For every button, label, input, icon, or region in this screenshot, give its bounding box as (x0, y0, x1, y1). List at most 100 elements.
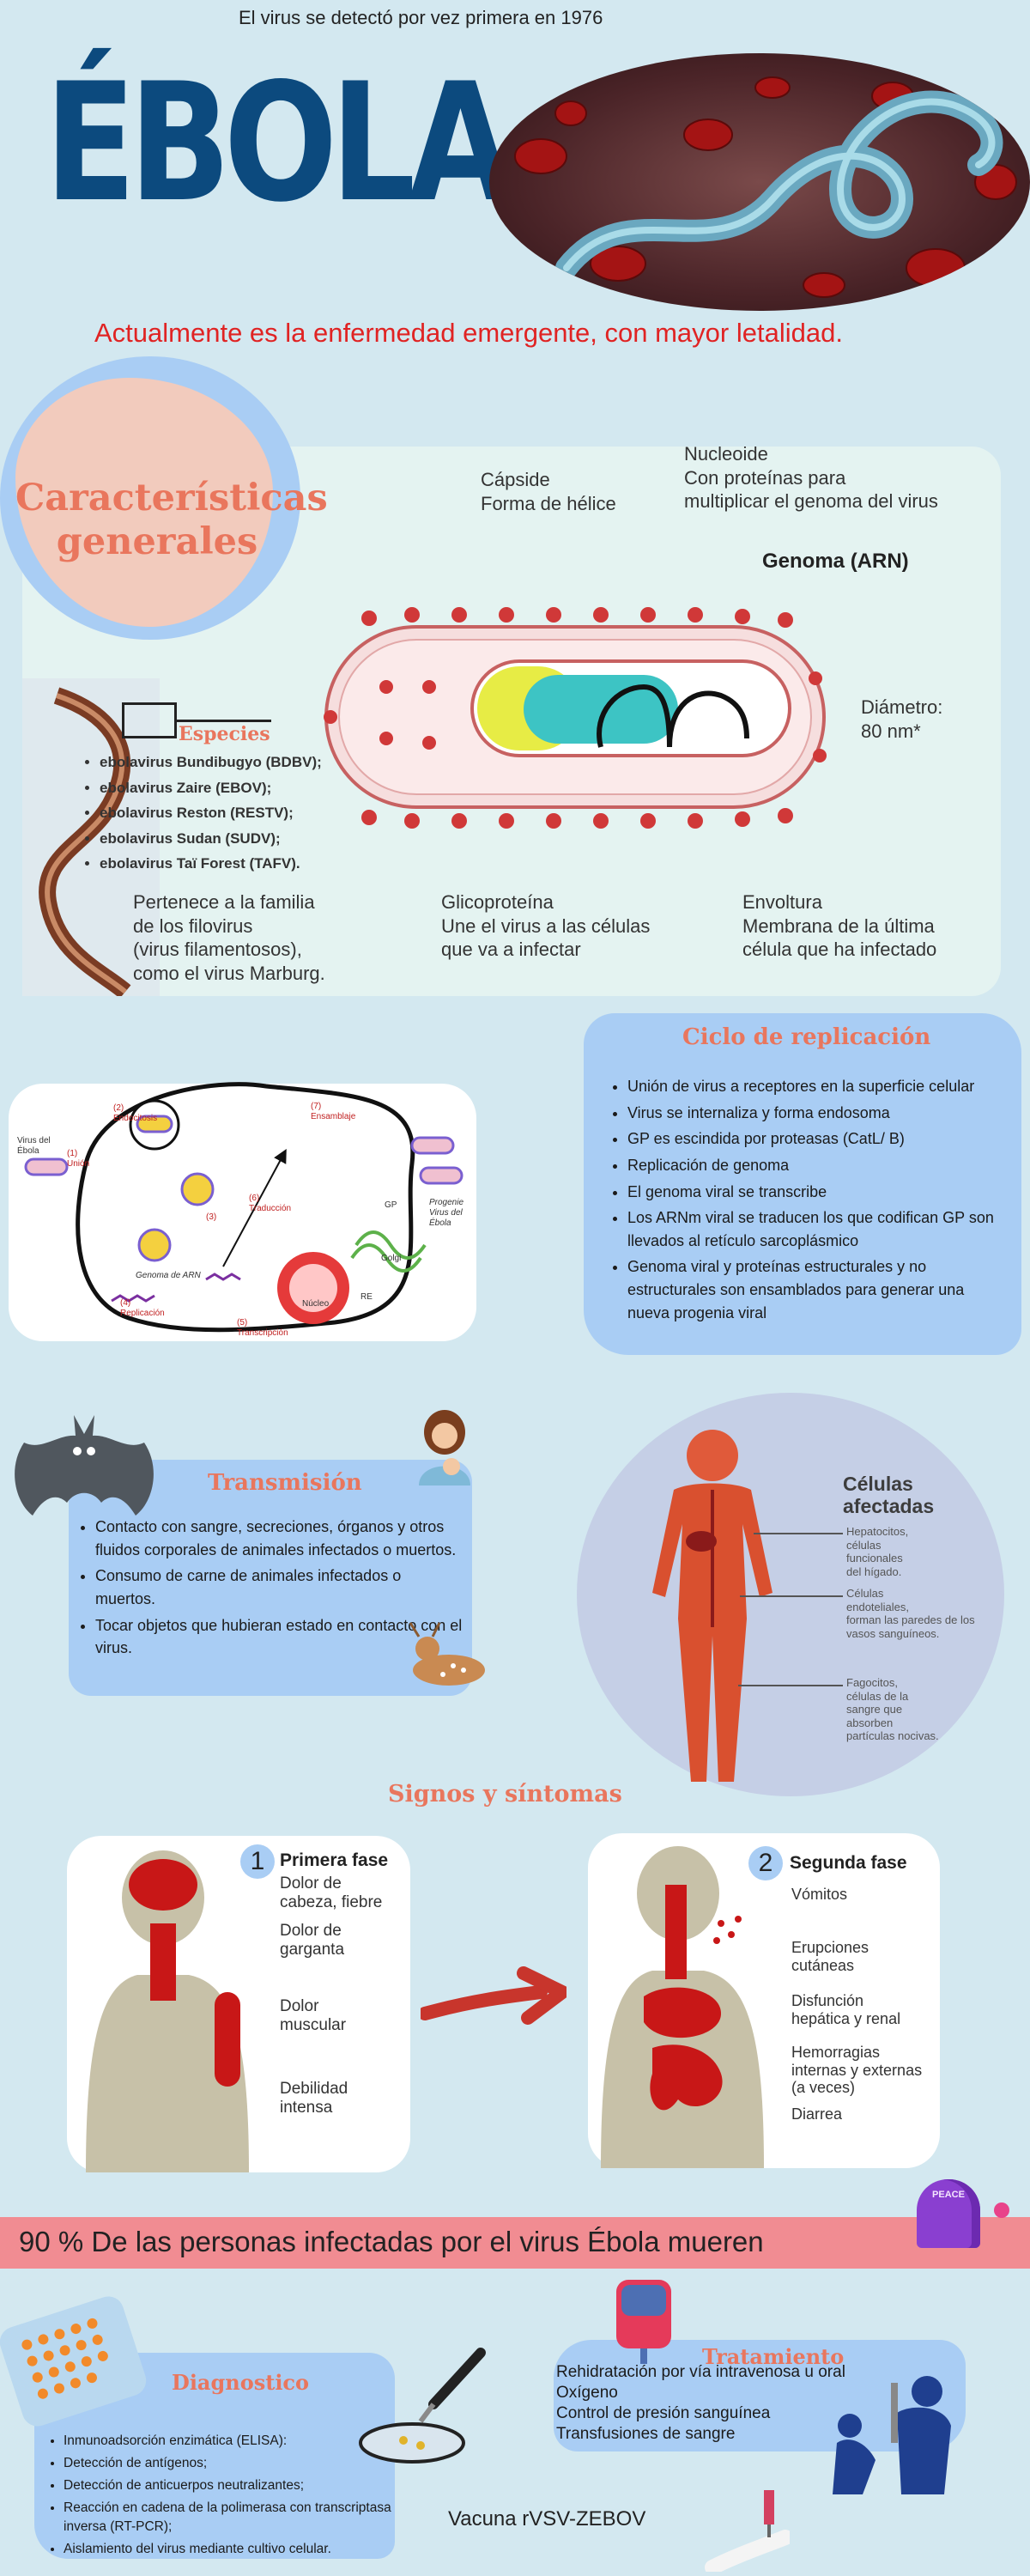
capsida-label: Cápside Forma de hélice (481, 469, 616, 514)
mother-child-icon (419, 1410, 470, 1485)
ciclo-label-replicacion: (4) Replicación (120, 1298, 165, 1318)
zoom-arrow (177, 720, 271, 722)
ciclo-item: Los ARNm viral se traducen los que codif… (627, 1206, 1000, 1252)
celulas-endoteliales: Células endoteliales, forman las paredes… (846, 1587, 975, 1640)
fase2-title: Segunda fase (790, 1853, 907, 1873)
ciclo-label-gp: GP (385, 1200, 397, 1210)
diametro-label: Diámetro: 80 nm* (861, 696, 943, 742)
ciclo-list: Unión de virus a receptores en la superf… (605, 1075, 1000, 1327)
zoom-box (122, 702, 177, 738)
tratamiento-item: Control de presión sanguínea (556, 2404, 771, 2422)
caracteristicas-blob-inner (15, 378, 273, 627)
fase2-item: Vómitos (791, 1886, 848, 1903)
ciclo-label-traduccion: (6) Traducción (249, 1194, 292, 1213)
subtitle: Actualmente es la enfermedad emergente, … (94, 318, 843, 348)
ciclo-label-endocitosis: (2) Endocitosis (113, 1103, 158, 1123)
fase1-item: Debilidad intensa (280, 2080, 348, 2117)
fase1-title: Primera fase (280, 1850, 389, 1870)
ciclo-item: Virus se internaliza y forma endosoma (627, 1102, 1000, 1125)
transmision-item: Tocar objetos que hubieran estado en con… (95, 1614, 464, 1660)
ebola-virus-illustration (489, 53, 1030, 311)
especie-item: ebolavirus Sudan (SUDV); (100, 828, 335, 850)
ciclo-title: Ciclo de replicación (682, 1024, 931, 1050)
tratamiento-item: Rehidratación por vía intravenosa u oral (556, 2363, 845, 2381)
pointer-line (754, 1533, 843, 1534)
transmision-item: Contacto con sangre, secreciones, órgano… (95, 1516, 464, 1561)
diagnostico-title: Diagnostico (172, 2370, 310, 2395)
ciclo-label-golgi: Golgi (381, 1254, 402, 1263)
ciclo-item: El genoma viral se transcribe (627, 1181, 1000, 1204)
especies-list: ebolavirus Bundibugyo (BDBV); ebolavirus… (77, 751, 335, 878)
envoltura-label: Envoltura Membrana de la última célula q… (742, 891, 937, 960)
bat-icon (15, 1415, 154, 1516)
filovirus-micrograph (22, 678, 160, 996)
mortalidad-banner (0, 2217, 1030, 2269)
glicoproteina-label: Glicoproteína Une el virus a las células… (441, 891, 651, 960)
fase2-item: Hemorragias internas y externas (a veces… (791, 2044, 923, 2097)
diagnostico-item: Aislamiento del virus mediante cultivo c… (64, 2540, 393, 2559)
fase1-item: Dolor de cabeza, fiebre (280, 1874, 383, 1911)
mortalidad-text: 90 % De las personas infectadas por el v… (19, 2226, 764, 2257)
ciclo-label-genoma: Genoma de ARN (136, 1271, 201, 1280)
pointer-line (738, 1685, 843, 1686)
transmision-list: Contacto con sangre, secreciones, órgano… (73, 1516, 464, 1663)
ciclo-card (584, 1013, 1021, 1355)
ciclo-label-re: RE (360, 1292, 373, 1302)
tombstone-text: PEACE (932, 2190, 965, 2200)
ciclo-label-progenie: Progenie Virus del Ébola (429, 1198, 464, 1228)
ciclo-label-virus: Virus del Ébola (17, 1136, 51, 1156)
tratamiento-item: Oxígeno (556, 2384, 618, 2402)
especie-item: ebolavirus Reston (RESTV); (100, 802, 335, 824)
medical-staff-icon (833, 2376, 951, 2494)
genoma-label: Genoma (ARN) (762, 550, 909, 573)
diagnostico-list: Inmunoadsorción enzimática (ELISA): Dete… (41, 2432, 393, 2562)
celulas-circle (577, 1393, 1004, 1796)
deer-icon (409, 1622, 485, 1686)
fase1-item: Dolor muscular (280, 1997, 347, 2034)
diagnostico-item: Detección de anticuerpos neutralizantes; (64, 2476, 393, 2495)
tratamiento-item: Transfusiones de sangre (556, 2425, 736, 2443)
signos-title: Signos y síntomas (388, 1781, 622, 1807)
petri-dish-icon (359, 2348, 486, 2464)
caracteristicas-title: Características generales (15, 477, 328, 563)
especie-item: ebolavirus Zaire (EBOV); (100, 777, 335, 799)
fase2-item: Erupciones cutáneas (791, 1939, 869, 1974)
pointer-line (740, 1595, 843, 1597)
vacuna-text: Vacuna rVSV-ZEBOV (448, 2507, 646, 2530)
ciclo-label-union: (1) Unión (67, 1149, 90, 1169)
virion-structure-diagram (324, 607, 827, 829)
ciclo-label-3: (3) (206, 1212, 217, 1222)
familia-text: Pertenece a la familia de los filovirus … (133, 891, 325, 984)
replication-cycle-diagram (24, 1082, 464, 1333)
fase2-number: 2 (748, 1846, 783, 1880)
elisa-plate-icon (0, 2296, 147, 2427)
especie-item: ebolavirus Taï Forest (TAFV). (100, 853, 335, 875)
ciclo-label-transcripcion: (5) Transcripción (237, 1318, 288, 1338)
ciclo-item: GP es escindida por proteasas (CatL/ B) (627, 1127, 1000, 1151)
fase2-body-figure (601, 1846, 764, 2168)
tombstone-icon: PEACE (917, 2179, 980, 2248)
especies-title: Especies (179, 723, 270, 745)
diagnostico-item: Inmunoadsorción enzimática (ELISA): (64, 2432, 393, 2451)
ciclo-label-ensamblaje: (7) Ensamblaje (311, 1102, 356, 1121)
diagnostico-item: Reacción en cadena de la polimerasa con … (64, 2499, 393, 2537)
ciclo-item: Genoma viral y proteínas estructurales y… (627, 1255, 1000, 1324)
arrow-right-icon (421, 1966, 566, 2025)
nucleoide-label: Nucleoide Con proteínas para multiplicar… (684, 443, 938, 512)
celulas-fagocitos: Fagocitos, células de la sangre que abso… (846, 1676, 939, 1743)
fase1-item: Dolor de garganta (280, 1922, 345, 1959)
flower-icon (994, 2202, 1009, 2218)
fase1-body-figure (86, 1850, 249, 2172)
celulas-title: Células afectadas (843, 1473, 935, 1518)
human-anatomy-figure (652, 1430, 772, 1782)
transmision-item: Consumo de carne de animales infectados … (95, 1564, 464, 1610)
fase2-item: Disfunción hepática y renal (791, 1992, 901, 2027)
tratamiento-title: Tratamiento (702, 2344, 845, 2369)
main-title: ÉBOLA (45, 48, 512, 238)
intro-text: El virus se detectó por vez primera en 1… (239, 7, 603, 28)
transmision-title: Transmisión (208, 1470, 362, 1496)
syringe-icon (705, 2490, 790, 2572)
fase2-item: Diarrea (791, 2105, 843, 2123)
especie-item: ebolavirus Bundibugyo (BDBV); (100, 751, 335, 774)
ciclo-item: Unión de virus a receptores en la superf… (627, 1075, 1000, 1098)
